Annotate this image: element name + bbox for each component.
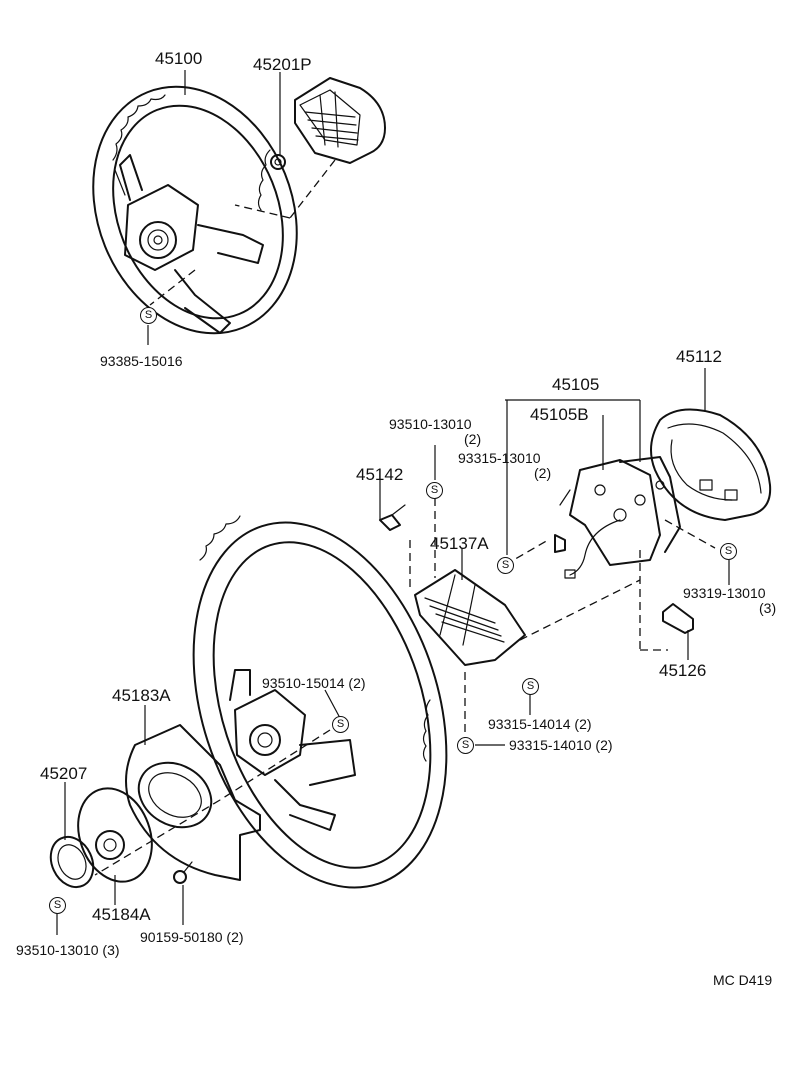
label-93510-13010-ring: 93510-13010 (3): [16, 942, 120, 958]
steering-wheel-top-drawing: [92, 85, 298, 335]
label-93315-13010: 93315-13010: [458, 450, 541, 466]
spoke-cover-drawing: [650, 408, 772, 521]
bolt-90159-drawing: [173, 861, 193, 884]
leader-lines: [56, 70, 730, 935]
label-45142: 45142: [356, 465, 404, 484]
label-45207: 45207: [40, 764, 88, 783]
label-45201P: 45201P: [253, 55, 312, 74]
ring-45207-drawing: [49, 835, 95, 889]
label-45112: 45112: [676, 347, 723, 366]
cover-45183A-drawing: [125, 724, 261, 881]
screw-symbol-93315-14014: S: [522, 678, 539, 695]
horn-pad-45137A-drawing: [409, 498, 716, 740]
label-90159-50180: 90159-50180 (2): [140, 929, 244, 945]
bracket-45126-drawing: [662, 603, 694, 634]
label-93315-14014: 93315-14014 (2): [488, 716, 592, 732]
screw-symbol-93385: S: [140, 307, 157, 324]
label-93510-13010-pad: 93510-13010: [389, 416, 472, 432]
label-45100: 45100: [155, 49, 203, 68]
label-93510-13010-pad-qty: (2): [464, 431, 482, 447]
screw-symbol-93510-13010-ring: S: [49, 897, 66, 914]
footer-code: MC D419: [713, 972, 773, 988]
clip-45142-drawing: [379, 504, 406, 531]
label-93315-14010: 93315-14010 (2): [509, 737, 613, 753]
screw-symbol-93510-13010-pad: S: [426, 482, 443, 499]
horn-plate-drawing: [554, 456, 681, 579]
label-93510-15014: 93510-15014 (2): [262, 675, 366, 691]
label-45184A: 45184A: [92, 905, 151, 924]
label-45105B: 45105B: [530, 405, 589, 424]
screw-symbol-93315-14010: S: [457, 737, 474, 754]
label-93319-13010: 93319-13010: [683, 585, 766, 601]
label-45105: 45105: [552, 375, 600, 394]
screw-symbol-93319: S: [720, 543, 737, 560]
screw-symbol-93315-13010: S: [497, 557, 514, 574]
label-93385-15016: 93385-15016: [100, 353, 183, 369]
label-93319-qty: (3): [759, 600, 777, 616]
screw-symbol-93510-15014: S: [332, 716, 349, 733]
steering-wheel-bottom-drawing: [94, 515, 448, 889]
label-93315-13010-qty: (2): [534, 465, 552, 481]
label-45137A: 45137A: [430, 534, 489, 553]
horn-pad-top-drawing: [149, 77, 386, 306]
boss-45184A-drawing: [77, 787, 153, 883]
label-45183A: 45183A: [112, 686, 171, 705]
label-45126: 45126: [659, 661, 707, 680]
